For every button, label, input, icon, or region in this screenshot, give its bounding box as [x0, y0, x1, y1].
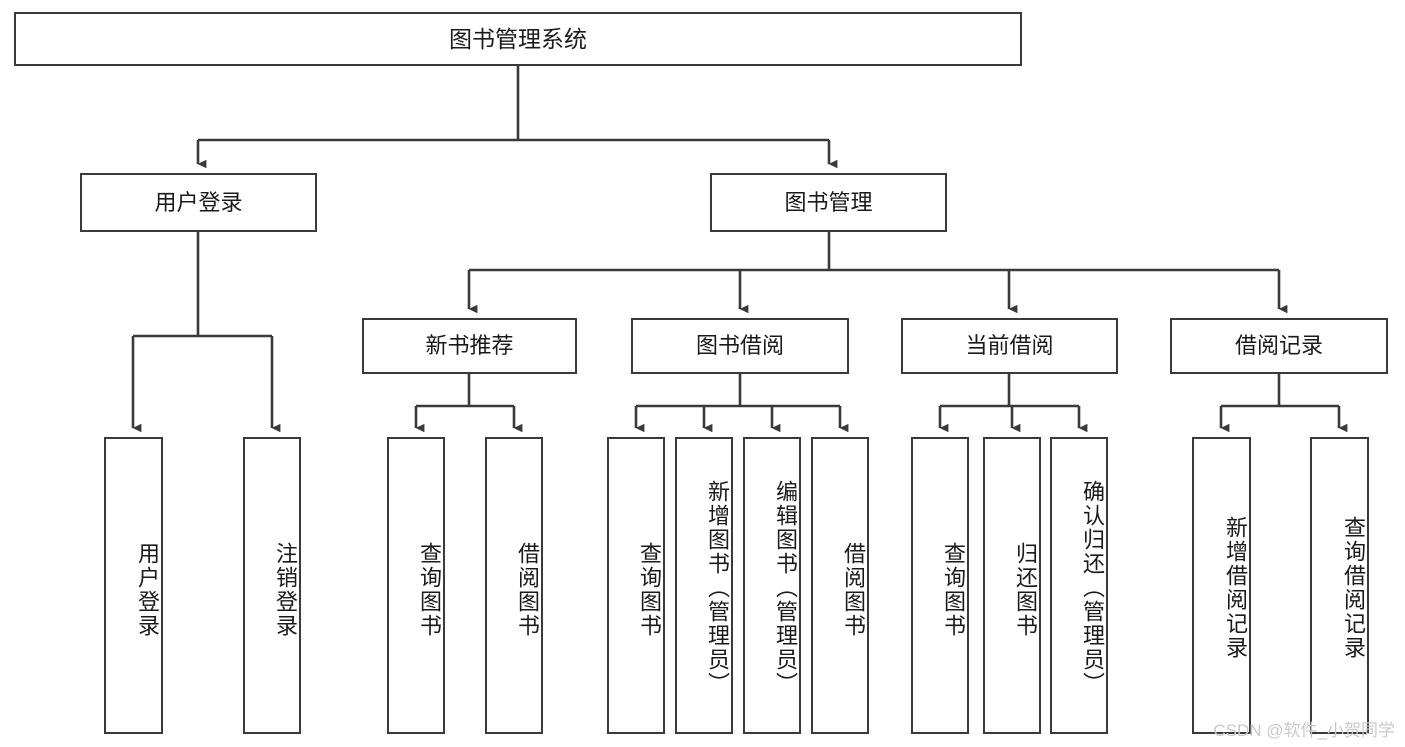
- node-leaf-0[interactable]: 用户登录: [104, 437, 163, 734]
- node-leaf-2[interactable]: 查询图书: [387, 437, 445, 734]
- node-level3-1[interactable]: 图书借阅: [631, 318, 849, 374]
- node-leaf-4[interactable]: 查询图书: [607, 437, 665, 734]
- node-leaf-11[interactable]: 新增借阅记录: [1192, 437, 1251, 734]
- node-leaf-7[interactable]: 借阅图书: [811, 437, 869, 734]
- node-leaf-6[interactable]: 编辑图书（管理员）: [743, 437, 801, 734]
- node-leaf-9[interactable]: 归还图书: [983, 437, 1041, 734]
- node-level3-3[interactable]: 借阅记录: [1170, 318, 1388, 374]
- node-leaf-12[interactable]: 查询借阅记录: [1310, 437, 1369, 734]
- node-level3-0[interactable]: 新书推荐: [362, 318, 577, 374]
- node-root-system[interactable]: 图书管理系统: [14, 12, 1022, 66]
- node-leaf-5[interactable]: 新增图书（管理员）: [675, 437, 733, 734]
- node-level3-2[interactable]: 当前借阅: [901, 318, 1118, 374]
- node-leaf-8[interactable]: 查询图书: [911, 437, 969, 734]
- node-leaf-1[interactable]: 注销登录: [243, 437, 301, 734]
- node-level2-1[interactable]: 图书管理: [710, 173, 947, 232]
- node-level2-0[interactable]: 用户登录: [80, 173, 317, 232]
- node-leaf-10[interactable]: 确认归还（管理员）: [1050, 437, 1108, 734]
- node-leaf-3[interactable]: 借阅图书: [485, 437, 543, 734]
- csdn-watermark: CSDN @软件_小贺同学: [1213, 721, 1395, 740]
